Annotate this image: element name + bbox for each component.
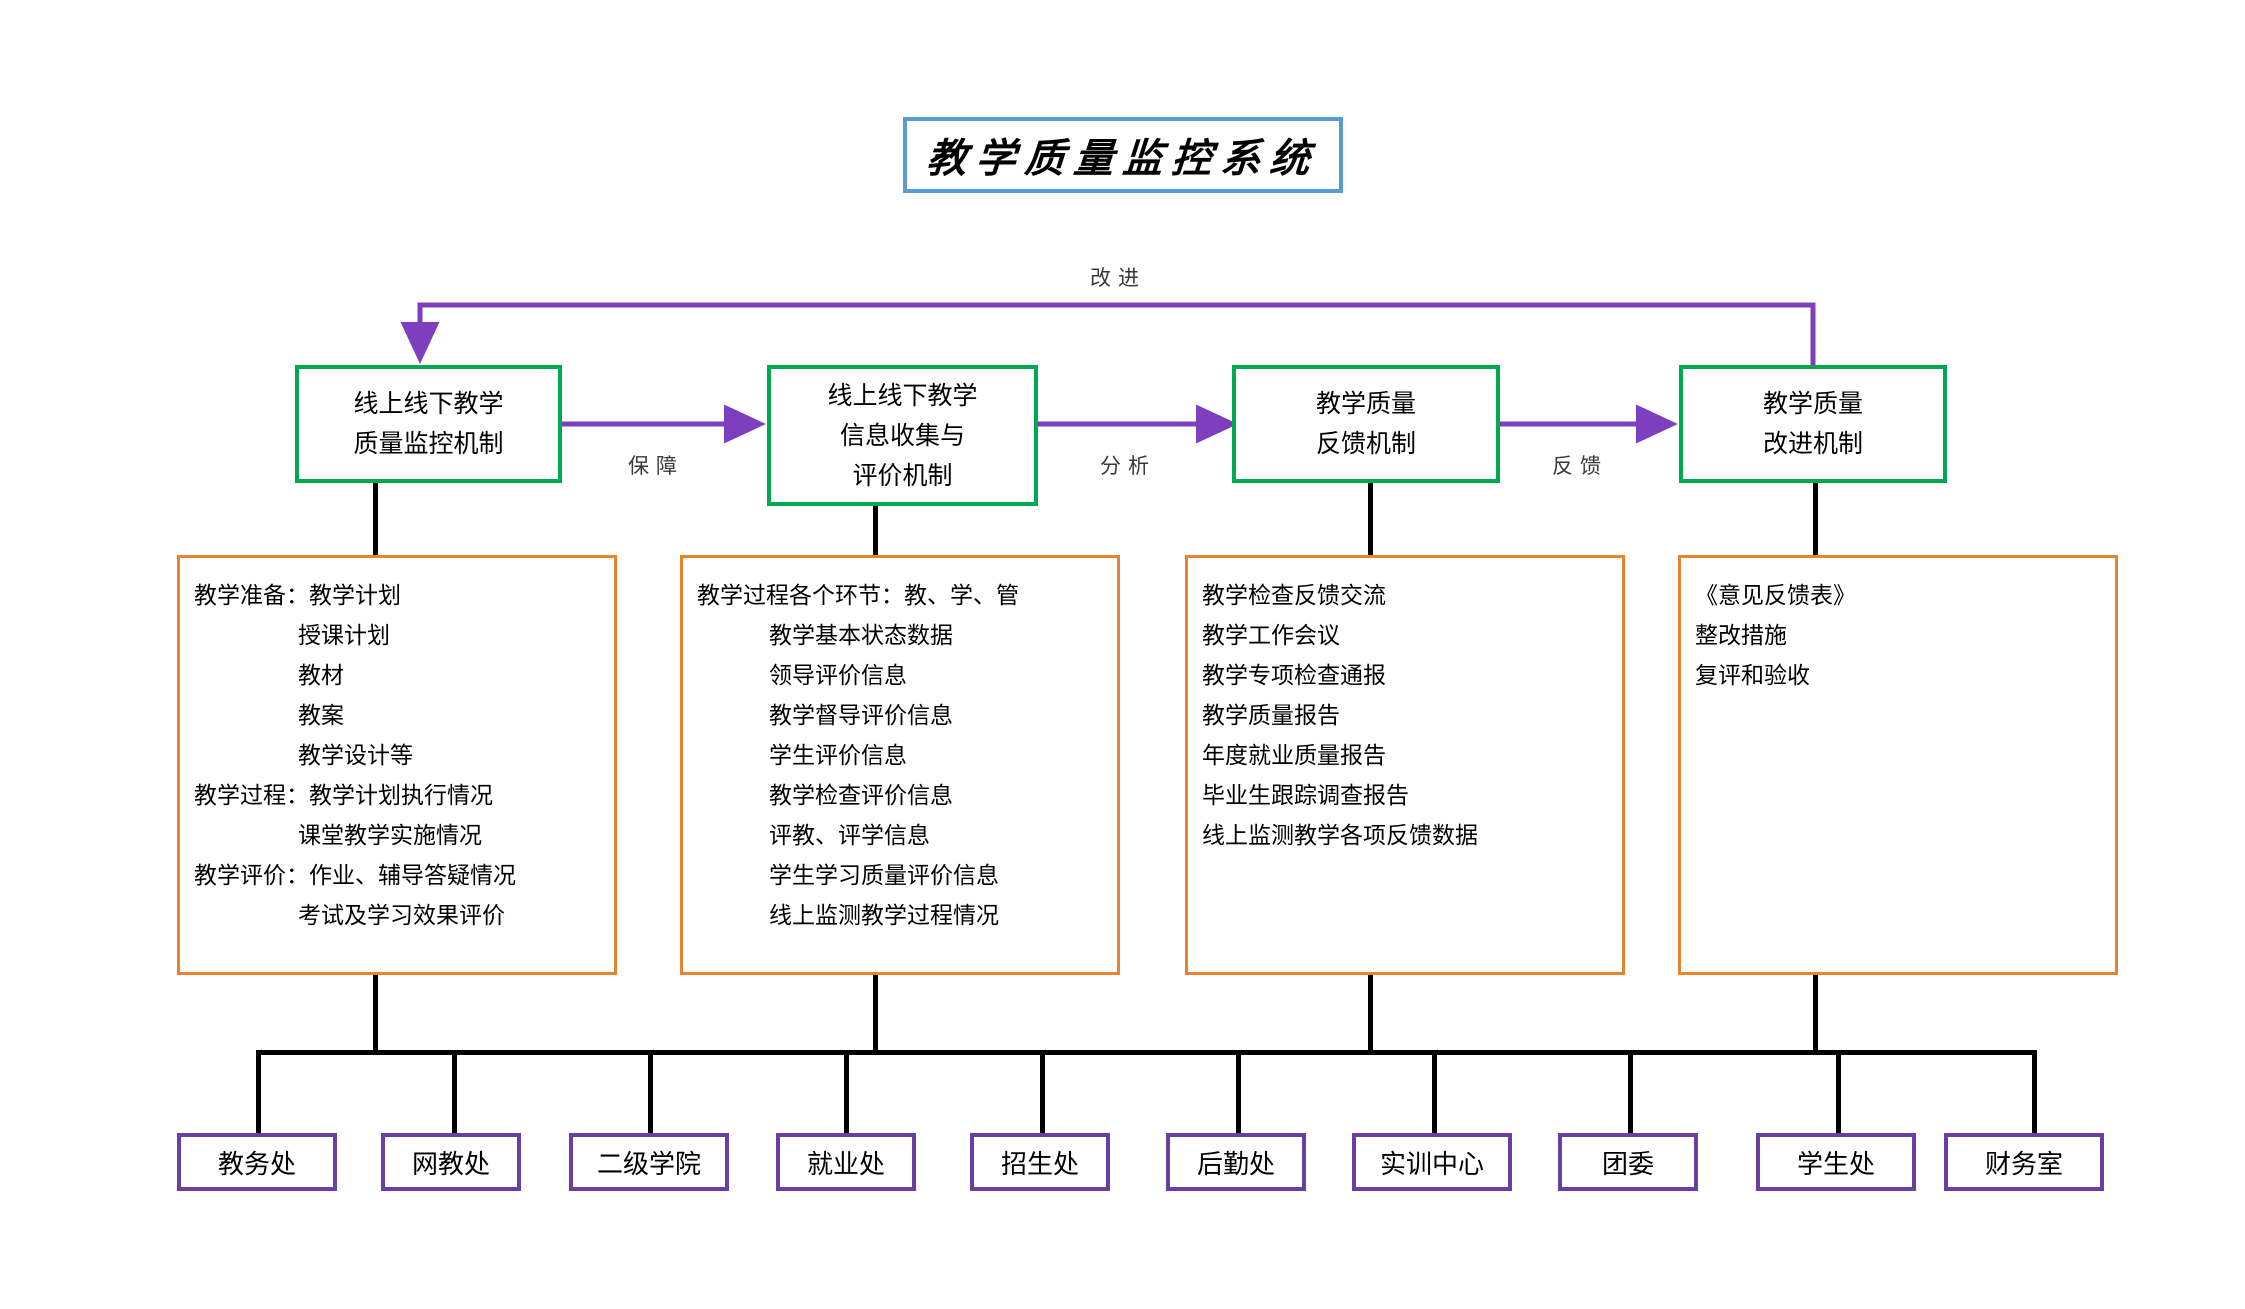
drop-dept-2 [452, 1050, 457, 1145]
detail-row: 领导评价信息 [769, 663, 907, 689]
dept-label: 财务室 [1984, 1149, 2063, 1180]
drop-dept-9 [1836, 1050, 1841, 1145]
detail-row: 线上监测教学过程情况 [769, 903, 999, 929]
stage-line: 改进机制 [1762, 429, 1863, 458]
stage-line: 教学质量 [1315, 389, 1416, 418]
dept-box-tw[interactable]: 团委 [1558, 1133, 1698, 1191]
arrow-label-2: 分析 [1100, 454, 1156, 478]
dept-box-sxzx[interactable]: 实训中心 [1352, 1133, 1512, 1191]
detail-row: 授课计划 [298, 623, 390, 649]
stage-line: 教学质量 [1762, 389, 1863, 418]
dept-box-jwc[interactable]: 教务处 [177, 1133, 337, 1191]
detail-row: 考试及学习效果评价 [298, 903, 505, 929]
detail-box-improve[interactable]: 《意见反馈表》 整改措施 复评和验收 [1678, 555, 2118, 975]
detail-row: 整改措施 [1695, 623, 1787, 649]
dept-label: 实训中心 [1379, 1149, 1484, 1180]
detail-row: 评教、评学信息 [769, 823, 930, 849]
stage-line: 线上线下教学 [827, 380, 978, 410]
detail-row: 教材 [298, 663, 344, 689]
drop-dept-8 [1628, 1050, 1633, 1145]
connector-detail2-bus [873, 975, 878, 1052]
detail-row: 教学准备：教学计划 [194, 583, 401, 609]
feedback-loop-label: 改进 [1090, 266, 1146, 290]
detail-box-monitor[interactable]: 教学准备：教学计划 授课计划 教材 教案 教学设计等 教学过程：教学计划执行情况… [177, 555, 617, 975]
detail-row: 教学专项检查通报 [1202, 663, 1386, 689]
stage-box-improve[interactable]: 教学质量 改进机制 [1679, 365, 1947, 483]
connector-detail1-bus [373, 975, 378, 1052]
detail-row: 教学基本状态数据 [769, 623, 953, 649]
detail-row: 教学过程各个环节：教、学、管 [697, 583, 1019, 609]
stage-line: 评价机制 [852, 460, 953, 490]
drop-dept-1 [256, 1050, 261, 1145]
connector-improve-detail [1813, 483, 1818, 555]
detail-row: 教学工作会议 [1202, 623, 1340, 649]
connector-detail4-bus [1813, 975, 1818, 1052]
detail-row: 教学设计等 [298, 743, 413, 769]
detail-row: 《意见反馈表》 [1695, 583, 1856, 609]
detail-row: 教学督导评价信息 [769, 703, 953, 729]
dept-box-hqc[interactable]: 后勤处 [1166, 1133, 1306, 1191]
arrow-label-1: 保障 [628, 454, 684, 478]
detail-row: 学生学习质量评价信息 [769, 863, 999, 889]
dept-box-wjc[interactable]: 网教处 [381, 1133, 521, 1191]
stage-line: 信息收集与 [839, 420, 965, 450]
detail-box-collect[interactable]: 教学过程各个环节：教、学、管 教学基本状态数据 领导评价信息 教学督导评价信息 … [680, 555, 1120, 975]
detail-row: 课堂教学实施情况 [298, 823, 482, 849]
detail-row: 教学检查评价信息 [769, 783, 953, 809]
department-bus-bar [256, 1050, 2036, 1055]
dept-box-xsc[interactable]: 学生处 [1756, 1133, 1916, 1191]
detail-row: 教学检查反馈交流 [1202, 583, 1386, 609]
stage-box-feedback[interactable]: 教学质量 反馈机制 [1232, 365, 1500, 483]
drop-dept-10 [2032, 1050, 2037, 1145]
detail-row: 教案 [298, 703, 344, 729]
connector-feedback-detail [1368, 483, 1373, 555]
detail-row: 复评和验收 [1695, 663, 1810, 689]
dept-box-cws[interactable]: 财务室 [1944, 1133, 2104, 1191]
drop-dept-5 [1040, 1050, 1045, 1145]
arrow-label-3: 反馈 [1552, 454, 1608, 478]
drop-dept-4 [844, 1050, 849, 1145]
drop-dept-6 [1236, 1050, 1241, 1145]
dept-label: 网教处 [411, 1149, 490, 1180]
dept-label: 团委 [1601, 1149, 1654, 1180]
diagram-title-box: 教学质量监控系统 [903, 117, 1343, 193]
stage-line: 线上线下教学 [353, 389, 504, 418]
connector-detail3-bus [1368, 975, 1373, 1052]
drop-dept-3 [648, 1050, 653, 1145]
stage-line: 质量监控机制 [353, 429, 504, 458]
detail-box-feedback[interactable]: 教学检查反馈交流 教学工作会议 教学专项检查通报 教学质量报告 年度就业质量报告… [1185, 555, 1625, 975]
stage-box-collect[interactable]: 线上线下教学 信息收集与 评价机制 [767, 365, 1038, 506]
dept-box-zsc[interactable]: 招生处 [970, 1133, 1110, 1191]
dept-label: 后勤处 [1196, 1149, 1275, 1180]
dept-label: 就业处 [806, 1149, 885, 1180]
dept-label: 教务处 [217, 1149, 296, 1180]
detail-row: 年度就业质量报告 [1202, 743, 1386, 769]
connector-collect-detail [873, 506, 878, 555]
dept-label: 二级学院 [596, 1149, 701, 1180]
stage-line: 反馈机制 [1315, 429, 1416, 458]
detail-row: 学生评价信息 [769, 743, 907, 769]
detail-row: 教学评价：作业、辅导答疑情况 [194, 863, 516, 889]
dept-box-ejxy[interactable]: 二级学院 [569, 1133, 729, 1191]
detail-row: 教学过程：教学计划执行情况 [194, 783, 493, 809]
detail-row: 教学质量报告 [1202, 703, 1340, 729]
detail-row: 毕业生跟踪调查报告 [1202, 783, 1409, 809]
connector-monitor-detail [373, 483, 378, 555]
detail-row: 线上监测教学各项反馈数据 [1202, 823, 1478, 849]
page-title: 教学质量监控系统 [925, 135, 1321, 182]
dept-box-jyc[interactable]: 就业处 [776, 1133, 916, 1191]
drop-dept-7 [1432, 1050, 1437, 1145]
feedback-loop-path [400, 302, 1816, 365]
dept-label: 招生处 [1000, 1149, 1079, 1180]
stage-box-monitor[interactable]: 线上线下教学 质量监控机制 [295, 365, 562, 483]
dept-label: 学生处 [1796, 1149, 1875, 1180]
